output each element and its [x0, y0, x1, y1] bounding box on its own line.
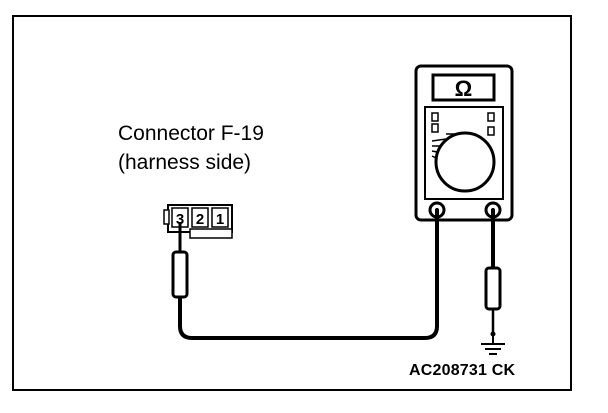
- meter-button-top-right: [487, 112, 495, 122]
- connector-pin-cell: [191, 207, 209, 228]
- figure-frame: [12, 15, 572, 391]
- meter-button-top-left: [431, 112, 439, 122]
- figure-code: AC208731 CK: [409, 362, 516, 379]
- meter-button-mid-right: [487, 126, 495, 136]
- connector-lock-tab: [163, 209, 170, 225]
- probe-right-handle: [484, 266, 502, 311]
- meter-button-mid-left: [431, 123, 439, 133]
- meter-selector-dial: [434, 131, 496, 193]
- connector-label-line2: (harness side): [118, 151, 252, 174]
- probe-left: [171, 222, 189, 299]
- connector-pin-label: 2: [196, 211, 204, 228]
- ground-icon: [481, 343, 505, 355]
- meter-scale-mark: [431, 138, 447, 142]
- connector-pin-label: 1: [216, 211, 224, 228]
- connector-pin-cell: [211, 207, 229, 228]
- connector-bottom-step: [189, 228, 233, 239]
- multimeter: Ω: [414, 64, 514, 222]
- meter-display: [431, 73, 496, 102]
- probe-left-handle: [171, 250, 189, 299]
- probe-right: [484, 210, 502, 343]
- connector-label-line1: Connector F-19: [118, 122, 264, 145]
- test-lead-common: [178, 210, 439, 340]
- connector-pin-label: 3: [176, 211, 184, 228]
- connector-f19: 3 2 1: [163, 204, 233, 239]
- meter-display-symbol: Ω: [455, 76, 473, 101]
